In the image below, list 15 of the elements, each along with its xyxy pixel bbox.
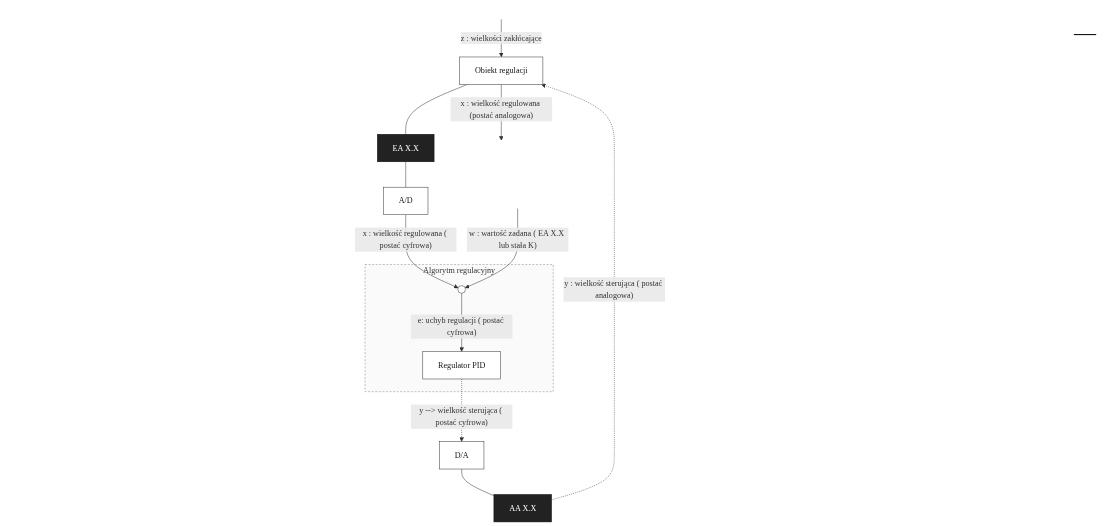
edge-label: y --> wielkość sterująca ( postać cyfrowa) (419, 405, 503, 427)
node-box: AA X.X (493, 494, 552, 523)
node-box: Regulator PID (422, 351, 501, 380)
edge-label: x : wielkość regulowana (postać analogowa) (460, 98, 540, 120)
edge-label: w : wartość zadana ( EA X.X lub stała K) (469, 228, 565, 250)
edge-label: z : wielkości zakłócające (460, 33, 542, 43)
edge-label: x : wielkość regulowana ( postać cyfrowa) (362, 228, 447, 250)
node-box: A/D (383, 186, 429, 215)
node-circle (457, 285, 466, 294)
node-box: Obiekt regulacji (459, 56, 544, 85)
node-box: D/A (439, 441, 485, 470)
minus-sign: — (1074, 20, 1096, 46)
edge-label: e: uchyb regulacji ( postać cyfrowa) (417, 315, 504, 337)
edge-label: y : wielkość sterująca ( postać analogowa) (564, 278, 663, 300)
node-box: EA X.X (377, 134, 435, 163)
